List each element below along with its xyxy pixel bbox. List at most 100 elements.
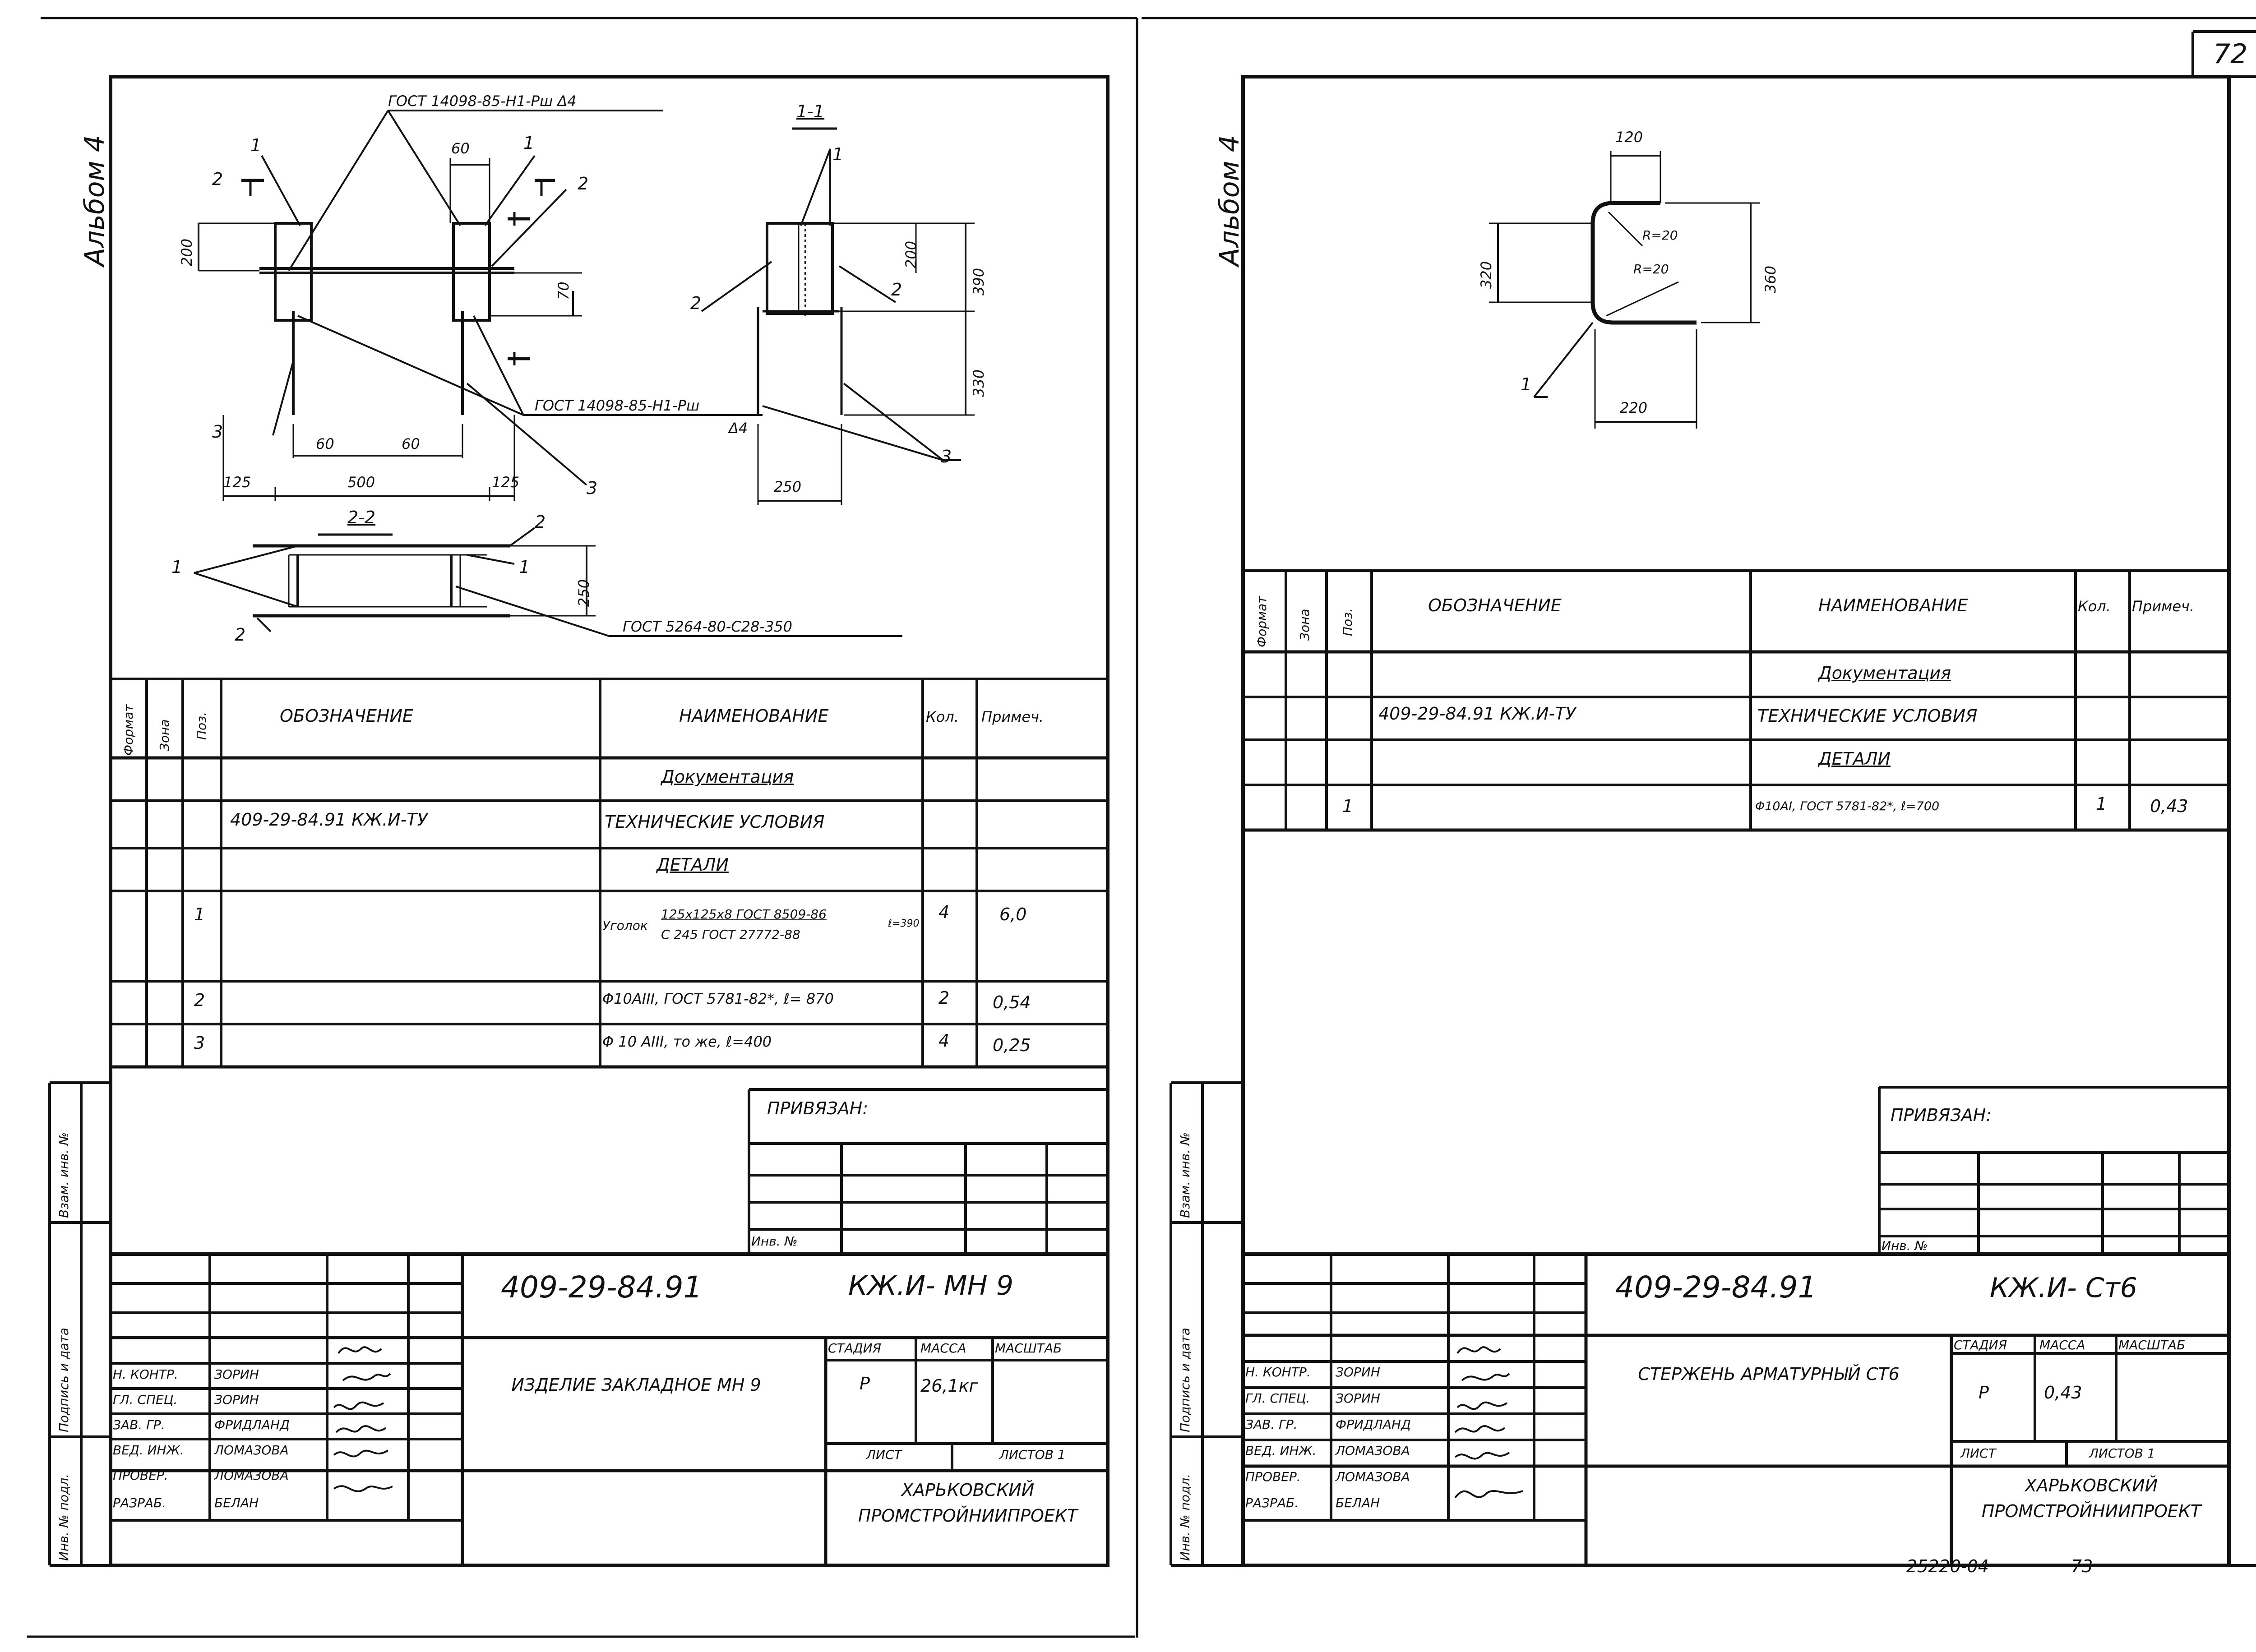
spec-doc-designation: 409-29-84.91 КЖ.И-ТУ: [230, 810, 428, 830]
inv-no-label: Инв. №: [1882, 1238, 1928, 1253]
pos-callout: 3: [587, 478, 598, 498]
spec-header-note: Примеч.: [981, 708, 1044, 725]
spec-header-pos: Поз.: [1340, 608, 1355, 636]
dim-320: 320: [1478, 261, 1495, 289]
spec-row-name: Φ 10 АIII, то же, ℓ=400: [602, 1033, 772, 1050]
masshtab-label: Масштаб: [2118, 1338, 2186, 1352]
dim-60: 60: [451, 140, 470, 157]
name: Белан: [1336, 1495, 1380, 1510]
role-zav-gr: Зав. гр.: [113, 1417, 165, 1432]
spec-section-parts: Детали: [656, 855, 729, 875]
section-1-1-title: 1-1: [796, 102, 825, 121]
role-prover: Провер.: [113, 1468, 168, 1483]
spec-row-name: Φ10АIII, ГОСТ 5781-82*, ℓ= 870: [602, 990, 834, 1007]
stamp-vzam-inv: Взам. инв. №: [56, 1132, 71, 1218]
role-gl-spec: Гл. спец.: [1245, 1391, 1310, 1406]
pos-callout: 1: [1521, 374, 1532, 394]
stamp-signature-date: Подпись и дата: [1178, 1328, 1193, 1432]
role-zav-gr: Зав. гр.: [1245, 1417, 1298, 1432]
name: Ломазова: [214, 1468, 289, 1483]
name: Фридланд: [1336, 1417, 1411, 1432]
stadia-label: Стадия: [1954, 1338, 2007, 1352]
role-n-kontr: Н. контр.: [113, 1367, 178, 1382]
role-ved-inzh: Вед. инж.: [1245, 1443, 1317, 1458]
doc-code-suffix: КЖ.И- Ст6: [1990, 1272, 2137, 1304]
spec-row-note: 0,25: [993, 1035, 1031, 1055]
gost-top-label: ГОСТ 14098-85-Н1-Рш Δ4: [388, 92, 577, 110]
name: Ломазова: [1336, 1443, 1410, 1458]
dim-220: 220: [1620, 399, 1648, 416]
pos-callout: 3: [941, 447, 952, 466]
spec-row-qty: 4: [938, 1031, 950, 1051]
spec-row-pos: 1: [194, 904, 205, 924]
radius-label: R=20: [1642, 228, 1678, 243]
spec-row-note: 0,54: [993, 992, 1031, 1012]
dim-390: 390: [970, 268, 987, 295]
massa-label: Масса: [920, 1341, 966, 1356]
inv-no-label: Инв. №: [751, 1234, 798, 1249]
dim-250: 250: [774, 478, 802, 495]
dim-125: 125: [492, 474, 520, 491]
spec-header-designation: Обозначение: [1428, 595, 1562, 615]
spec-header-designation: Обозначение: [280, 706, 413, 726]
organization: Харьковский Промстройниипроект: [1981, 1476, 2201, 1521]
massa-value: 0,43: [2044, 1383, 2082, 1403]
gost-mid-label: ГОСТ 14098-85-Н1-Рш: [535, 397, 700, 414]
pos-callout: 3: [212, 422, 223, 442]
spec-header-zone: Зона: [157, 719, 172, 751]
album-label: Альбом 4: [1214, 135, 1245, 266]
spec-doc-name: Технические условия: [1757, 706, 1978, 726]
gost-bottom-label: ГОСТ 5264-80-С28-350: [623, 618, 793, 635]
section-2-2-title: 2-2: [347, 508, 376, 527]
stamp-inv-podl: Инв. № подл.: [56, 1473, 71, 1561]
masshtab-label: Масштаб: [995, 1341, 1062, 1356]
organization: Харьковский Промстройниипроект: [858, 1480, 1078, 1526]
spec-row-qty: 2: [938, 988, 950, 1008]
dim-360: 360: [1762, 265, 1779, 293]
listov-label: Листов 1: [999, 1447, 1066, 1462]
pos-callout: 1: [832, 144, 844, 164]
album-label: Альбом 4: [79, 135, 111, 266]
spec-section-doc: Документация: [661, 767, 794, 787]
list-label: Лист: [1960, 1446, 1996, 1461]
spec-header-qty: Кол.: [2078, 598, 2111, 615]
spec-header-note: Примеч.: [2132, 598, 2195, 615]
stadia-value: Р: [860, 1374, 870, 1394]
listov-label: Листов 1: [2089, 1446, 2155, 1461]
dim-500: 500: [347, 474, 375, 491]
spec-row-name: Φ10АI, ГОСТ 5781-82*, ℓ=700: [1755, 799, 1940, 813]
pos-callout: 2: [891, 280, 902, 300]
spec-row-qty: 4: [938, 902, 950, 922]
stamp-vzam-inv: Взам. инв. №: [1178, 1132, 1193, 1218]
spec-row-pos: 1: [1342, 796, 1354, 816]
privyazan-label: Привязан:: [767, 1098, 869, 1118]
gost-mid-label-b: Δ4: [729, 420, 748, 437]
spec-row-note: 6,0: [999, 904, 1027, 924]
role-gl-spec: Гл. спец.: [113, 1392, 178, 1407]
stadia-value: Р: [1979, 1383, 1989, 1403]
spec-row-pos: 3: [194, 1033, 205, 1053]
role-razrab: Разраб.: [113, 1495, 166, 1510]
spec-row-note: 0,43: [2150, 796, 2188, 816]
sheet-number: 72: [2213, 38, 2248, 70]
pos-callout: 1: [250, 135, 262, 155]
dim-200: 200: [178, 238, 195, 266]
spec-row-name: Уголок: [602, 918, 648, 933]
spec-header-zone: Зона: [1297, 609, 1312, 641]
name: Фридланд: [214, 1417, 290, 1432]
role-prover: Провер.: [1245, 1469, 1301, 1484]
name: Ломазова: [1336, 1469, 1410, 1484]
spec-row-name: 125x125x8 ГОСТ 8509-86: [661, 907, 827, 922]
massa-value: 26,1кг: [920, 1376, 978, 1396]
pos-callout: 2: [535, 512, 546, 532]
dim-250: 250: [575, 579, 592, 607]
pos-callout: 2: [578, 174, 589, 194]
pos-callout: 1: [171, 557, 183, 577]
stamp-inv-podl: Инв. № подл.: [1178, 1473, 1193, 1561]
dim-60: 60: [402, 435, 420, 452]
name: Зорин: [1336, 1365, 1380, 1380]
dim-120: 120: [1615, 129, 1643, 146]
spec-row-name: ℓ=390: [888, 918, 920, 929]
name: Белан: [214, 1495, 259, 1510]
